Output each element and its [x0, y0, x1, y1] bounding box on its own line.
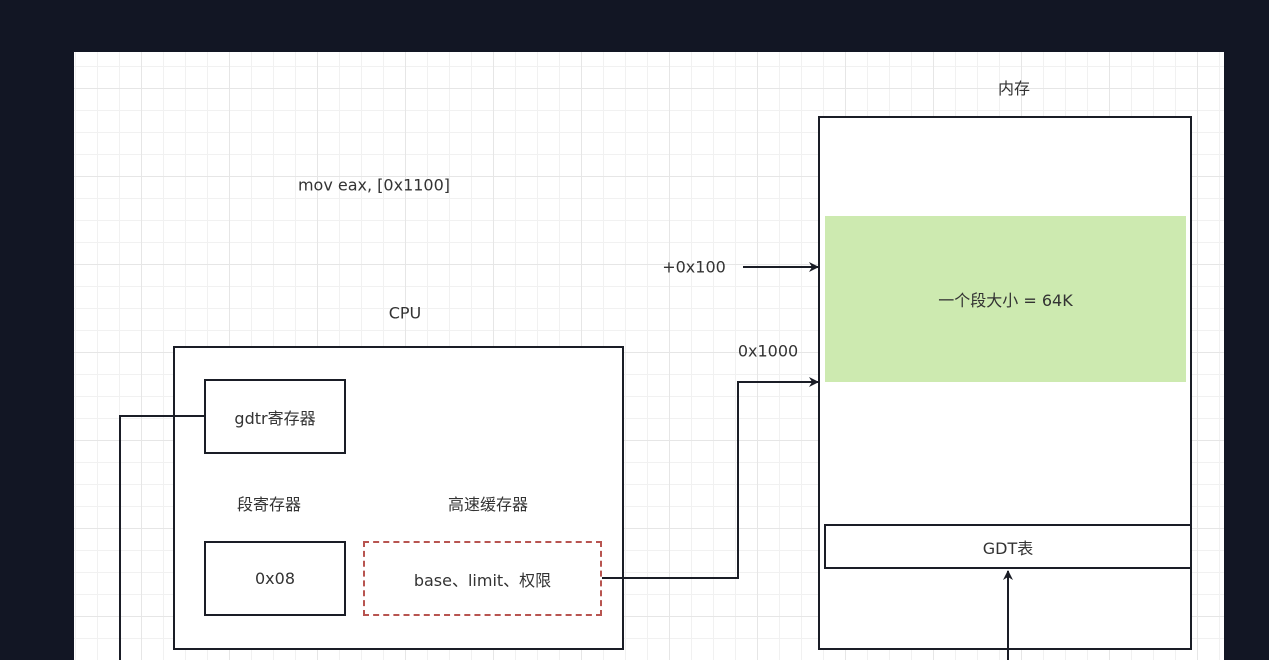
offset-label: +0x100 [662, 257, 726, 277]
gdt-table-label: GDT表 [982, 538, 1034, 558]
memory-segment[interactable]: 一个段大小 = 64K [825, 216, 1186, 382]
gdtr-register-box[interactable]: gdtr寄存器 [204, 379, 346, 454]
segment-size-label: 一个段大小 = 64K [938, 291, 1073, 310]
base-address-label: 0x1000 [737, 341, 799, 361]
segment-register-heading: 段寄存器 [236, 495, 302, 514]
gdt-table-box[interactable]: GDT表 [824, 524, 1192, 569]
segment-register-box[interactable]: 0x08 [204, 541, 346, 616]
instruction-text: mov eax, [0x1100] [297, 175, 451, 195]
descriptor-cache-box[interactable]: base、limit、权限 [363, 541, 602, 616]
gdtr-register-label: gdtr寄存器 [234, 408, 316, 428]
cache-heading: 高速缓存器 [447, 495, 529, 514]
descriptor-cache-content: base、limit、权限 [413, 570, 552, 590]
segment-register-value: 0x08 [254, 569, 295, 588]
cpu-title: CPU [388, 303, 422, 323]
memory-box[interactable] [818, 116, 1192, 650]
memory-title: 内存 [997, 79, 1031, 98]
